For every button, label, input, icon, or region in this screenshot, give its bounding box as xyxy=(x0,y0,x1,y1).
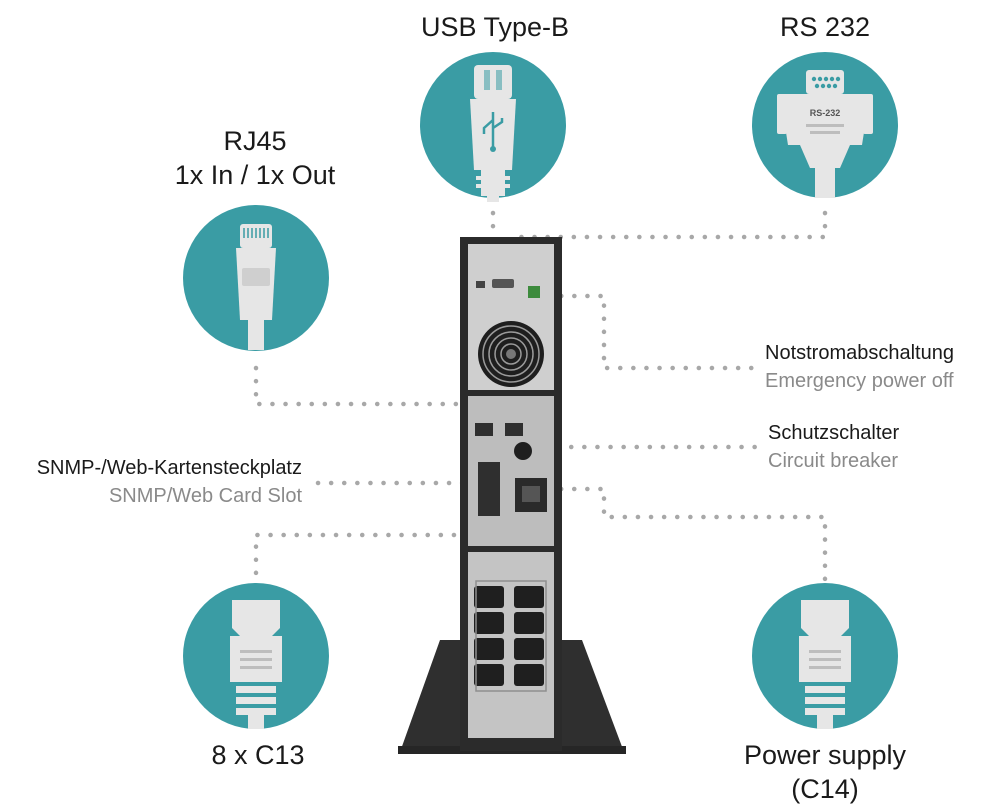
power-title: Power supply xyxy=(743,740,907,770)
rs232-title: RS 232 xyxy=(779,12,871,42)
leader-rj45 xyxy=(253,365,473,407)
rs232-plug-text: RS-232 xyxy=(810,108,841,118)
usb-title: USB Type-B xyxy=(420,12,570,42)
snmp-label-de: SNMP-/Web-Kartensteckplatz xyxy=(36,457,302,479)
breaker-label-de: Schutzschalter xyxy=(768,422,900,444)
c13-title: 8 x C13 xyxy=(211,740,305,770)
rj45-subtitle: 1x In / 1x Out xyxy=(174,160,336,190)
leader-rs232 xyxy=(517,210,828,265)
breaker-label-en: Circuit breaker xyxy=(768,450,899,472)
power-subtitle: (C14) xyxy=(791,774,859,804)
c14-plug-icon xyxy=(752,583,898,729)
c13-plug-icon xyxy=(183,583,329,729)
rj45-plug-icon xyxy=(183,205,329,351)
leader-c13 xyxy=(253,532,523,589)
leader-power xyxy=(545,486,828,589)
rs232-plug-icon: RS-232 xyxy=(752,52,898,198)
ups-stand xyxy=(400,640,462,752)
leader-emergency xyxy=(532,293,758,371)
ups-device xyxy=(398,237,626,754)
usb-b-plug-icon xyxy=(420,52,566,202)
emergency-label-en: Emergency power off xyxy=(765,370,954,392)
snmp-label-en: SNMP/Web Card Slot xyxy=(108,485,302,507)
rj45-title: RJ45 xyxy=(223,126,287,156)
emergency-label-de: Notstromabschaltung xyxy=(765,342,954,364)
